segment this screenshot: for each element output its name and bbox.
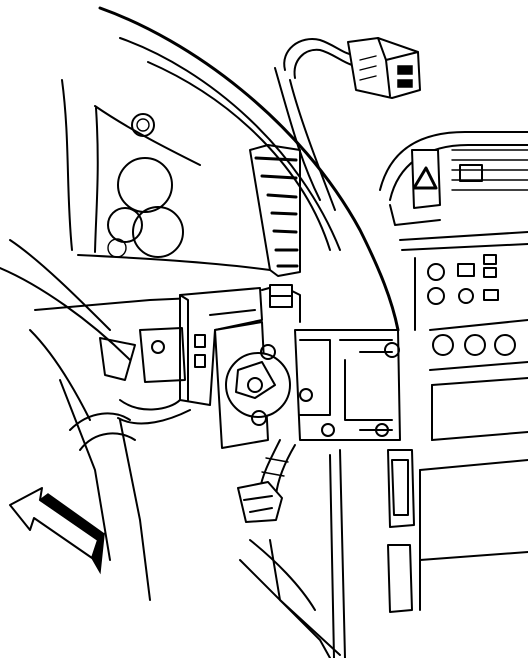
switch-assembly [139,284,401,449]
direction-arrow-icon [9,487,106,575]
center-gauge [117,157,173,213]
connector-terminal [397,65,413,75]
upper-harness-connector [274,37,421,211]
lower-panel [239,449,528,658]
lower-right-gauge [132,206,184,258]
hazard-switch [379,131,528,226]
instrument-panel-outline [0,6,400,361]
small-gauge [131,113,155,137]
air-vent [249,144,301,277]
lower-harness-connector [69,399,296,523]
center-stack [399,231,528,441]
hazard-triangle-icon [412,166,438,190]
hazard-switch-button [459,164,483,182]
gauge-cluster [107,113,184,258]
lower-left-gauge [107,207,143,243]
